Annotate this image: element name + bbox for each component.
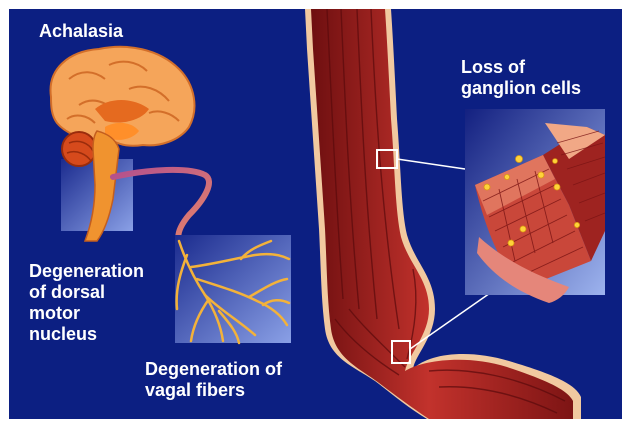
diagram-panel: Achalasia Loss of ganglion cells Degener… <box>9 9 622 419</box>
vagal-fibers-label-line-2: vagal fibers <box>145 380 282 401</box>
ganglion-loss-label-line-2: ganglion cells <box>461 78 581 99</box>
dorsal-motor-label-line-1: Degeneration <box>29 261 144 282</box>
vagal-fibers-label: Degeneration of vagal fibers <box>145 359 282 401</box>
ganglion-inset <box>465 109 605 303</box>
dorsal-motor-label-line-4: nucleus <box>29 324 144 345</box>
dorsal-motor-label-line-2: of dorsal <box>29 282 144 303</box>
ganglion-loss-label: Loss of ganglion cells <box>461 57 581 99</box>
dorsal-motor-label-line-3: motor <box>29 303 144 324</box>
vagal-fibers-label-line-1: Degeneration of <box>145 359 282 380</box>
brain-illustration <box>51 47 195 241</box>
diagram-title: Achalasia <box>39 21 123 42</box>
ganglion-loss-label-line-1: Loss of <box>461 57 581 78</box>
dorsal-motor-label: Degeneration of dorsal motor nucleus <box>29 261 144 345</box>
callout-line-upper <box>397 159 465 169</box>
